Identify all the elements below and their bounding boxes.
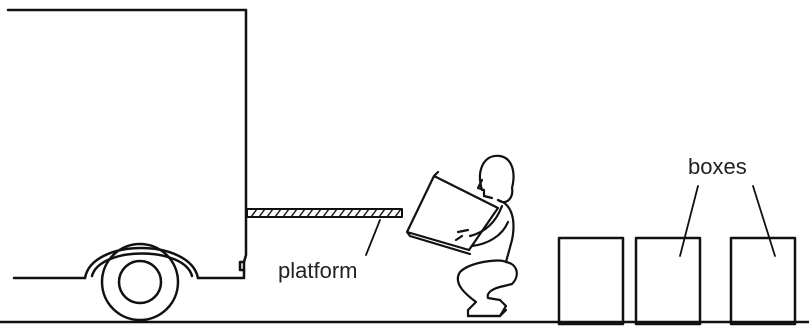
truck-wheel: [100, 242, 180, 322]
platform-label: platform: [278, 258, 358, 283]
truck-bumper: [238, 260, 246, 272]
box-1: [557, 236, 625, 326]
boxes-leader-line-1: [679, 185, 699, 257]
wheel-arch: [83, 246, 200, 280]
woman-arm: [454, 204, 504, 242]
boxes: [557, 185, 797, 326]
boxes-label: boxes: [688, 154, 747, 179]
platform-hatching: [250, 208, 402, 218]
box-2: [634, 236, 702, 326]
wheel-arch-inner: [90, 252, 194, 278]
boxes-leader-line-2: [752, 185, 776, 257]
woman-hair: [478, 154, 515, 204]
platform: [246, 208, 403, 256]
woman-face: [476, 178, 494, 200]
truck: [6, 8, 248, 322]
woman-figure: [405, 154, 518, 318]
box-3: [729, 236, 797, 326]
truck-body-outline: [6, 8, 248, 280]
woman-torso: [496, 198, 515, 264]
platform-plate: [246, 208, 403, 218]
truck-wheel-hub: [117, 259, 163, 305]
woman-arm-lower: [470, 220, 510, 248]
woman-legs: [456, 259, 518, 318]
woman-shoe: [466, 308, 508, 318]
platform-leader-line: [365, 219, 381, 256]
carried-box: [405, 170, 500, 256]
